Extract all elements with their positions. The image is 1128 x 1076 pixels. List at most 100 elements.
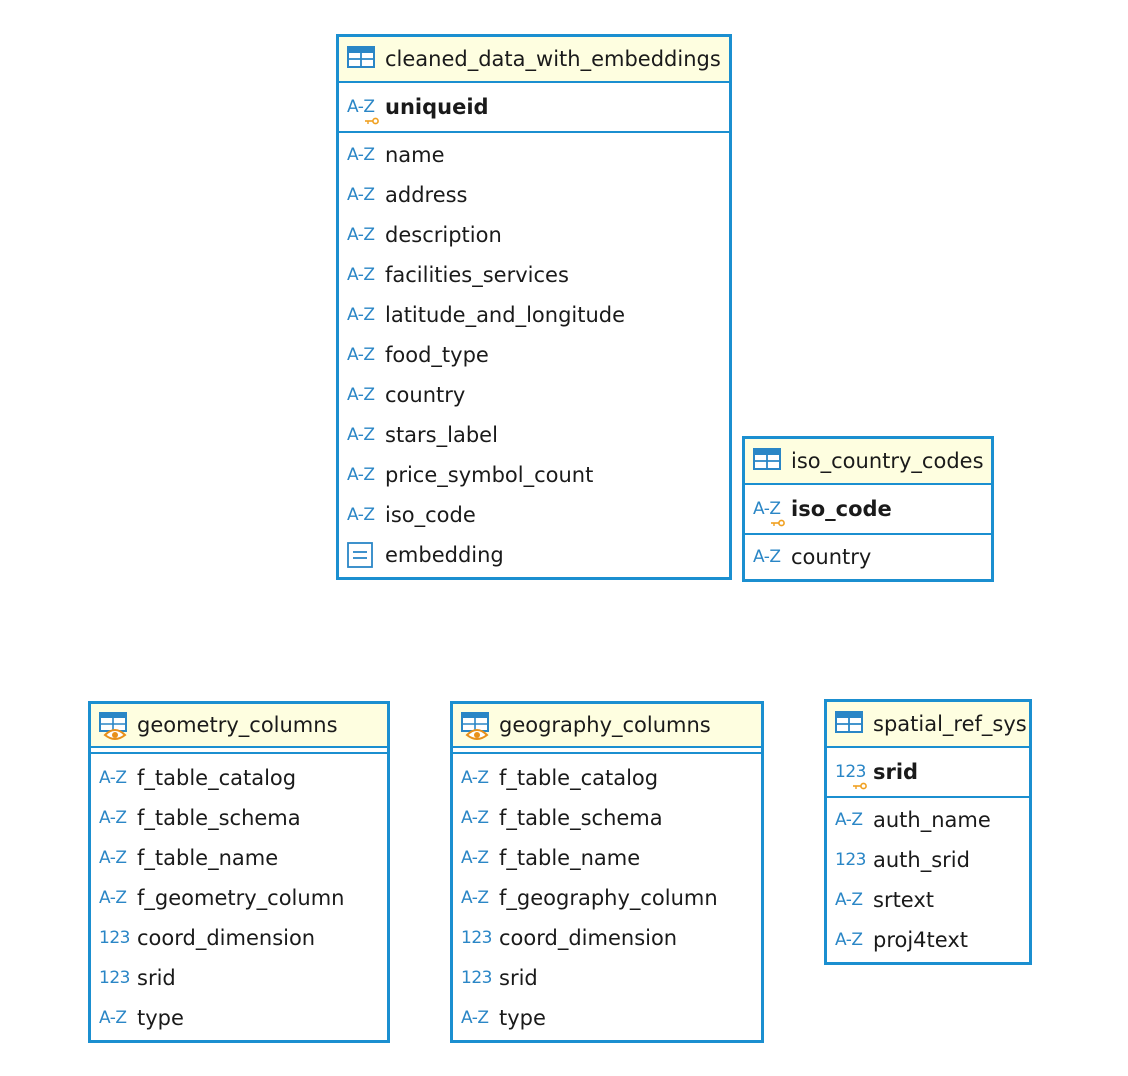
column-name: facilities_services [385, 263, 569, 287]
table-icon [347, 46, 377, 72]
text-type-icon: A-Z [835, 809, 863, 830]
numeric-type-icon: 123 [835, 763, 867, 789]
numeric-type-icon: 123 [461, 927, 492, 948]
column-name: f_table_schema [499, 806, 663, 830]
text-type-icon: A-Z [99, 847, 127, 868]
column-row[interactable]: A-Z f_table_name [91, 838, 387, 878]
column-row[interactable]: A-Z type [91, 998, 387, 1038]
text-type-icon: A-Z [347, 304, 375, 325]
column-row[interactable]: 123 coord_dimension [453, 918, 761, 958]
vector-type-icon [347, 542, 373, 568]
primary-key-name: srid [873, 760, 919, 784]
column-row[interactable]: A-Z proj4text [827, 920, 1029, 960]
column-name: country [791, 545, 872, 569]
table-icon [753, 448, 783, 474]
primary-key-icon [771, 514, 785, 526]
column-name: f_geometry_column [137, 886, 345, 910]
column-row[interactable]: A-Z f_geometry_column [91, 878, 387, 918]
primary-key-icon [365, 112, 379, 124]
text-type-icon: A-Z [347, 464, 375, 485]
numeric-type-icon: 123 [99, 967, 130, 988]
entity-header[interactable]: geography_columns [453, 704, 761, 746]
column-name: f_table_catalog [499, 766, 659, 790]
entity-title: spatial_ref_sys [873, 712, 1027, 736]
entity-title: cleaned_data_with_embeddings [385, 47, 721, 71]
column-name: description [385, 223, 502, 247]
column-name: proj4text [873, 928, 968, 952]
text-type-icon: A-Z [99, 1007, 127, 1028]
entity-header[interactable]: iso_country_codes [745, 439, 991, 485]
column-name: coord_dimension [499, 926, 678, 950]
text-type-icon: A-Z [347, 264, 375, 285]
header-separator [91, 746, 387, 754]
entity-title: geometry_columns [137, 713, 338, 737]
column-row[interactable]: A-Z f_table_catalog [91, 758, 387, 798]
column-row[interactable]: embedding [339, 535, 729, 575]
column-name: f_table_name [137, 846, 279, 870]
column-row[interactable]: A-Z type [453, 998, 761, 1038]
text-type-icon: A-Z [835, 929, 863, 950]
entity-title: iso_country_codes [791, 449, 984, 473]
primary-key-icon [853, 777, 867, 789]
text-type-icon: A-Z [461, 1007, 489, 1028]
numeric-type-icon: 123 [461, 967, 492, 988]
column-name: country [385, 383, 466, 407]
entity-header[interactable]: cleaned_data_with_embeddings [339, 37, 729, 83]
numeric-type-icon: 123 [99, 927, 130, 948]
column-row[interactable]: A-Z country [339, 375, 729, 415]
column-name: food_type [385, 343, 489, 367]
text-type-icon: A-Z [99, 767, 127, 788]
view-icon [99, 712, 129, 742]
text-type-icon: A-Z [347, 384, 375, 405]
column-name: type [499, 1006, 546, 1030]
column-row[interactable]: 123 auth_srid [827, 840, 1029, 880]
text-type-icon: A-Z [347, 98, 379, 124]
column-name: f_table_catalog [137, 766, 297, 790]
numeric-type-icon: 123 [835, 849, 866, 870]
column-name: f_table_name [499, 846, 641, 870]
entity-header[interactable]: spatial_ref_sys [827, 702, 1029, 748]
column-name: address [385, 183, 468, 207]
entity-header[interactable]: geometry_columns [91, 704, 387, 746]
column-row[interactable]: A-Z facilities_services [339, 255, 729, 295]
column-name: type [137, 1006, 184, 1030]
text-type-icon: A-Z [347, 504, 375, 525]
text-type-icon: A-Z [99, 887, 127, 908]
text-type-icon: A-Z [835, 889, 863, 910]
primary-key-name: uniqueid [385, 95, 489, 119]
column-name: auth_srid [873, 848, 970, 872]
